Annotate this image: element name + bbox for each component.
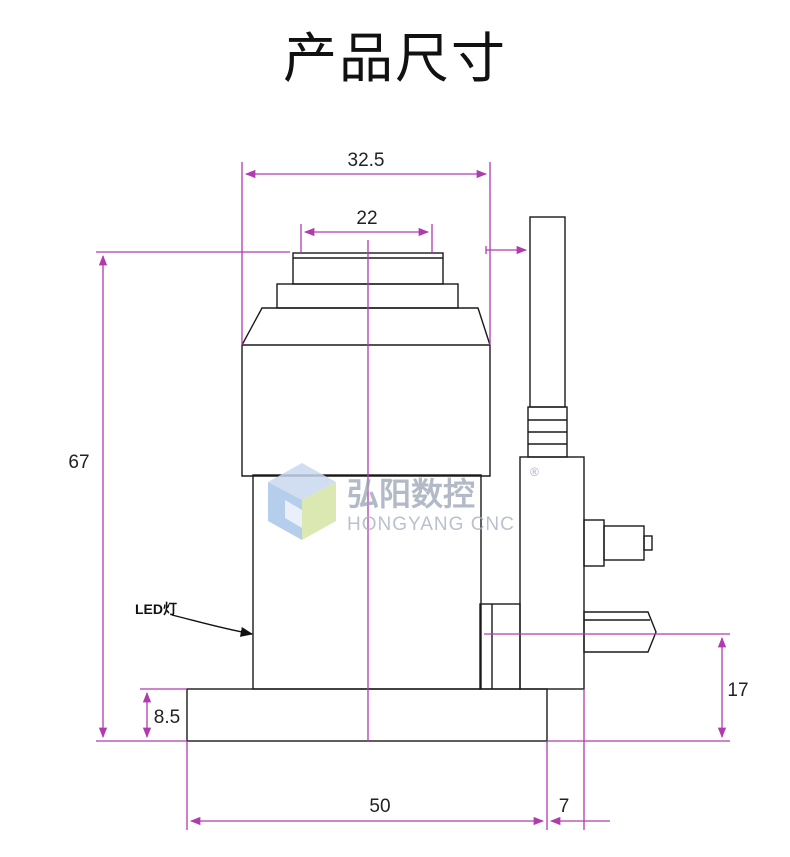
dim-base-thickness: 8.5 (154, 707, 180, 728)
watermark-brand-cn: 弘阳数控 (347, 475, 475, 513)
body-cylinder (252, 474, 482, 690)
watermark: 弘阳数控 HONGYANG CNC ® (268, 463, 539, 540)
led-label: LED灯 (135, 601, 177, 617)
dim-total-height: 67 (68, 452, 89, 473)
dimension-lines (96, 162, 730, 830)
dim-top-width: 32.5 (348, 150, 385, 171)
page-title: 产品尺寸 (283, 27, 507, 90)
connector (583, 519, 605, 567)
dim-offset: 7 (559, 796, 570, 817)
side-bracket (519, 456, 585, 690)
base-plate (186, 688, 548, 742)
dim-cap-width: 22 (356, 208, 377, 229)
dim-base-width: 50 (369, 796, 390, 817)
led-pointer (171, 614, 254, 637)
upper-housing (241, 307, 491, 477)
dim-side-height: 17 (727, 680, 748, 701)
registered-mark: ® (530, 465, 539, 479)
cable (583, 611, 657, 653)
watermark-brand-en: HONGYANG CNC (347, 514, 515, 535)
logo-cube-icon (268, 463, 336, 540)
rod (529, 216, 566, 408)
